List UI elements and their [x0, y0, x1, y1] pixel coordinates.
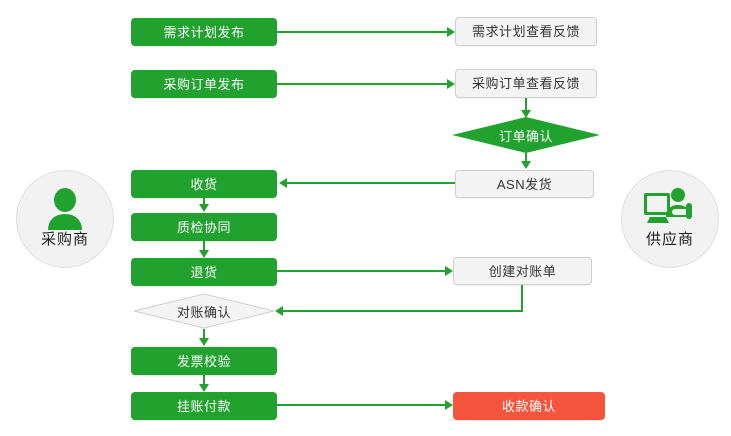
node-label: 质检协同 — [176, 219, 231, 235]
edge-n8-n9-arrowhead — [199, 250, 209, 258]
node-label: 挂账付款 — [176, 398, 231, 414]
node-label: 收款确认 — [501, 398, 556, 414]
edge-n10-n11-horizontal — [283, 310, 523, 312]
edge-n7-n8-arrowhead — [199, 204, 209, 212]
edge-n13-n14-arrowhead — [445, 400, 453, 410]
node-label: 采购订单发布 — [163, 76, 245, 92]
node-demand-plan-view-feedback[interactable]: 需求计划查看反馈 — [455, 17, 597, 46]
edge-n5-n6 — [525, 153, 527, 163]
edge-n12-n13 — [203, 375, 205, 386]
edge-n11-n12-arrowhead — [199, 338, 209, 346]
edge-n5-n6-arrowhead — [521, 161, 531, 169]
edge-n11-n12 — [203, 329, 205, 340]
edge-n3-n4-arrowhead — [447, 79, 455, 89]
node-order-confirm[interactable]: 订单确认 — [452, 117, 600, 153]
person-at-computer-icon — [622, 185, 718, 235]
edge-n9-n10 — [277, 270, 447, 272]
node-quality-inspection-collab[interactable]: 质检协同 — [131, 213, 277, 241]
edge-n10-n11-vertical — [521, 285, 523, 312]
node-create-reconciliation-statement[interactable]: 创建对账单 — [453, 257, 592, 285]
edge-n13-n14 — [277, 404, 447, 406]
edge-n6-n7 — [287, 182, 455, 184]
node-label: 收货 — [190, 176, 218, 192]
edge-n4-n5 — [525, 98, 527, 112]
node-label: 发票校验 — [176, 353, 231, 369]
actor-supplier[interactable]: 供应商 — [621, 170, 719, 268]
node-reconciliation-confirm[interactable]: 对账确认 — [133, 293, 275, 329]
edge-n9-n10-arrowhead — [445, 266, 453, 276]
node-invoice-verification[interactable]: 发票校验 — [131, 347, 277, 375]
edge-n1-n2 — [277, 31, 449, 33]
node-purchase-order-view-feedback[interactable]: 采购订单查看反馈 — [455, 69, 597, 98]
edge-n12-n13-arrowhead — [199, 384, 209, 392]
actor-supplier-label: 供应商 — [645, 231, 694, 248]
person-icon — [17, 185, 113, 235]
edge-n7-n8 — [203, 198, 205, 206]
actor-buyer-label: 采购商 — [40, 231, 89, 248]
node-goods-receipt[interactable]: 收货 — [131, 170, 277, 198]
edge-n4-n5-arrowhead — [521, 110, 531, 118]
edge-n10-n11-arrowhead — [275, 306, 283, 316]
node-label: 需求计划发布 — [163, 24, 245, 40]
node-return-goods[interactable]: 退货 — [131, 258, 277, 286]
node-demand-plan-publish[interactable]: 需求计划发布 — [131, 18, 277, 46]
node-asn-shipment[interactable]: ASN发货 — [455, 170, 594, 198]
node-payable-payment[interactable]: 挂账付款 — [131, 392, 277, 420]
edge-n6-n7-arrowhead — [279, 178, 287, 188]
edge-n1-n2-arrowhead — [447, 27, 455, 37]
node-label: 采购订单查看反馈 — [471, 76, 580, 91]
node-label: 需求计划查看反馈 — [471, 24, 580, 39]
edge-n8-n9 — [203, 241, 205, 252]
node-label: ASN发货 — [496, 176, 553, 192]
edge-n3-n4 — [277, 83, 449, 85]
node-label: 订单确认 — [498, 128, 553, 144]
node-label: 退货 — [190, 264, 218, 280]
node-label: 创建对账单 — [488, 263, 557, 279]
actor-buyer[interactable]: 采购商 — [16, 170, 114, 268]
node-label: 对账确认 — [176, 304, 231, 320]
node-payment-receipt-confirm[interactable]: 收款确认 — [453, 392, 605, 420]
node-purchase-order-publish[interactable]: 采购订单发布 — [131, 70, 277, 98]
